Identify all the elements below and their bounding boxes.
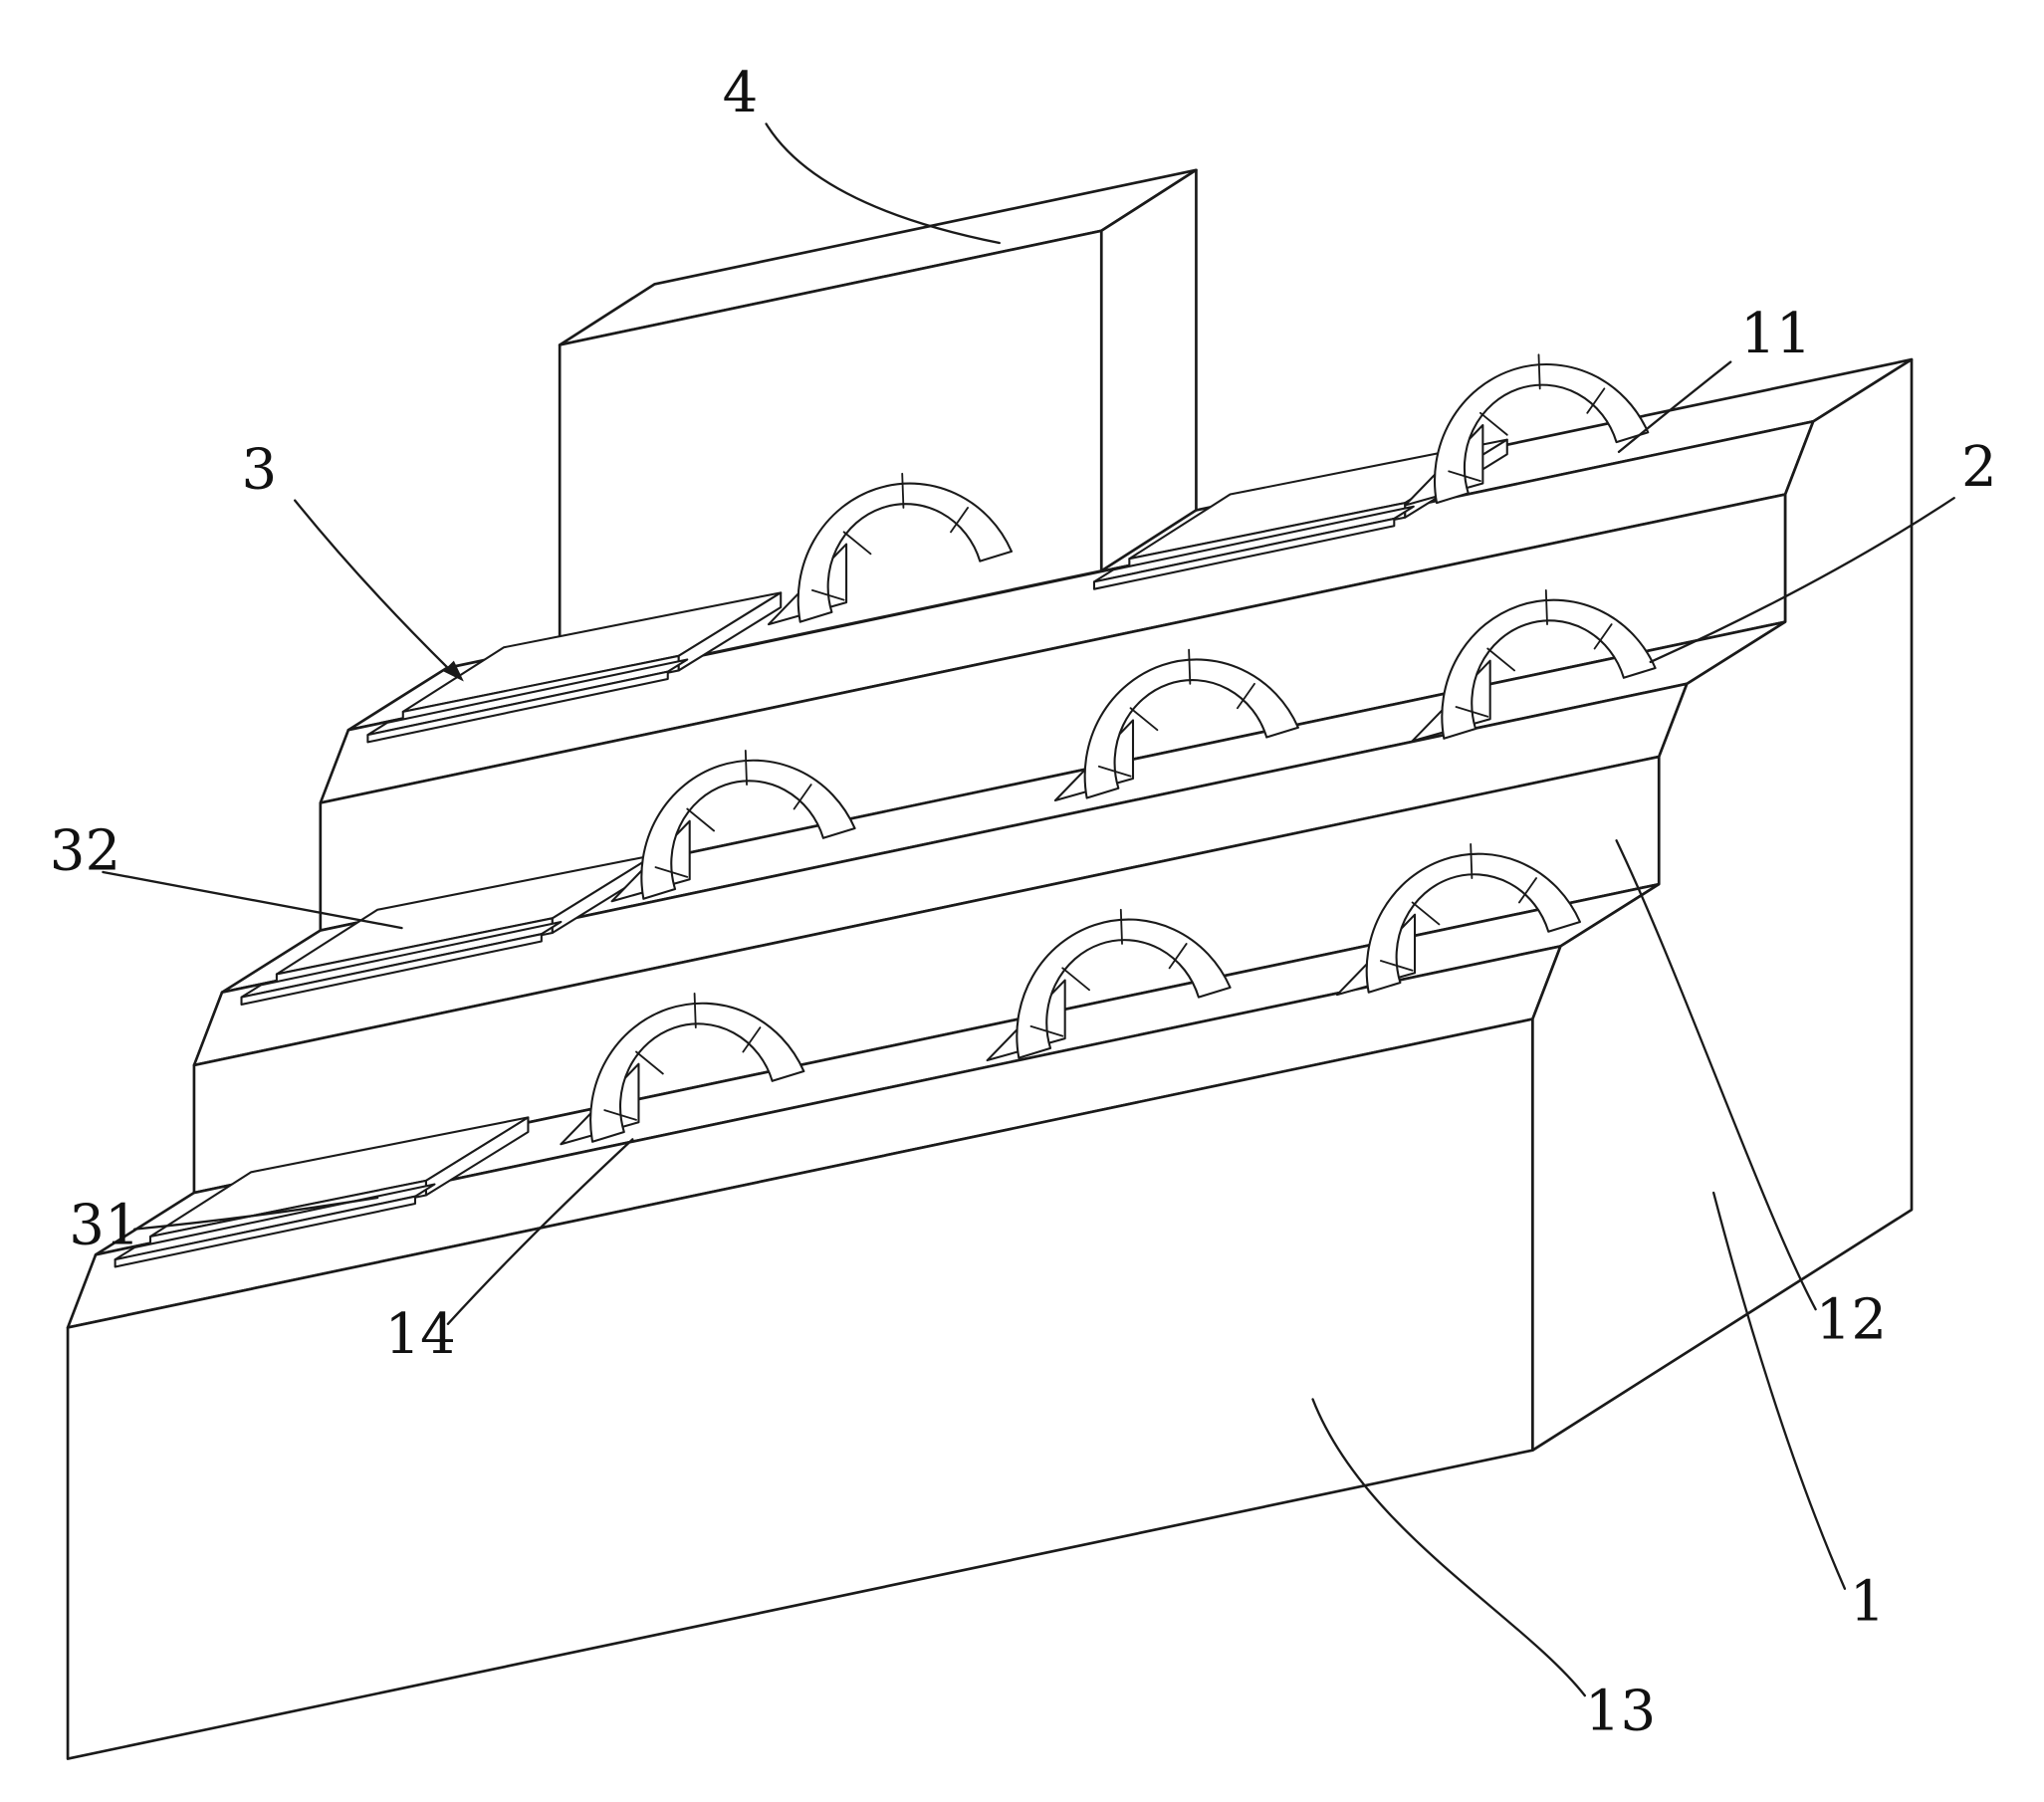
- plate-assembly-top-left: [366, 591, 783, 744]
- callout-14: 14: [384, 1302, 455, 1367]
- leader-14: [446, 1138, 634, 1325]
- plate-assembly-top-center: [1092, 438, 1508, 590]
- slat-front-edge: [240, 933, 543, 1006]
- leader-3: [294, 499, 452, 672]
- plate-end-edge: [677, 591, 783, 672]
- slat-front-edge: [1092, 517, 1396, 590]
- callout-12: 12: [1816, 1287, 1887, 1352]
- leader-12: [1615, 839, 1817, 1311]
- drawing-group: 4 11 3 2 32 31 12 14 13 1: [50, 61, 1997, 1760]
- callout-3: 3: [242, 437, 278, 502]
- leader-2: [1649, 497, 1955, 664]
- leader-32: [102, 870, 403, 930]
- callout-13: 13: [1585, 1679, 1656, 1743]
- block-4: [558, 168, 1198, 687]
- leader-3-arrowhead: [443, 660, 464, 682]
- plate-assembly-bottom-left: [114, 1116, 530, 1268]
- leader-11: [1617, 360, 1732, 453]
- end-face: [1531, 357, 1914, 1453]
- callout-11: 11: [1740, 302, 1811, 366]
- callout-1: 1: [1850, 1569, 1886, 1634]
- leader-13: [1311, 1398, 1586, 1697]
- callout-31: 31: [69, 1193, 139, 1257]
- leader-4: [765, 122, 1001, 245]
- callout-4: 4: [723, 61, 759, 125]
- callout-2: 2: [1961, 435, 1997, 500]
- slat-front-edge: [114, 1195, 417, 1268]
- slat-front-edge: [366, 670, 669, 744]
- plate-assembly-middle-left: [240, 853, 656, 1006]
- callout-32: 32: [50, 819, 120, 884]
- block-4-end-face: [1099, 168, 1198, 572]
- plate-end-edge: [424, 1116, 530, 1197]
- leader-31: [133, 1196, 379, 1231]
- leader-1: [1712, 1191, 1847, 1590]
